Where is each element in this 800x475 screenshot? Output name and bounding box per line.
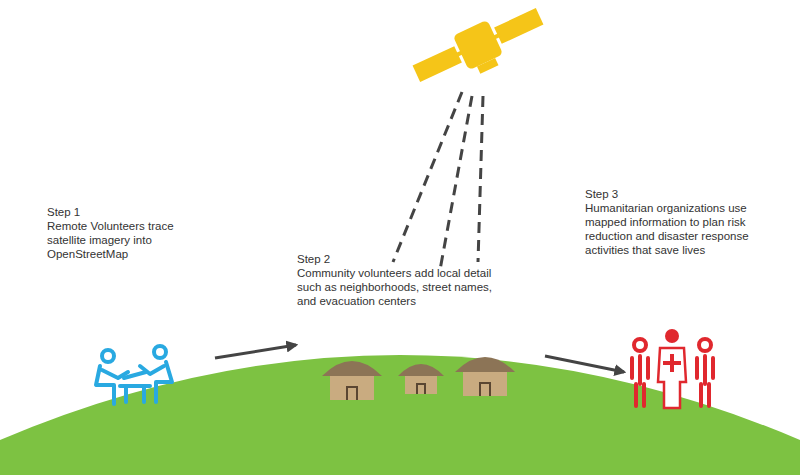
humanitarian-workers-icon bbox=[632, 329, 713, 408]
step-description: Remote Volunteers trace satellite imager… bbox=[47, 219, 197, 261]
huts bbox=[322, 357, 515, 400]
step-heading: Step 1 bbox=[47, 205, 217, 219]
step-description: Community volunteers add local detail su… bbox=[297, 266, 512, 308]
satellite-icon bbox=[408, 0, 551, 98]
step-heading: Step 3 bbox=[585, 187, 790, 201]
flow-arrows bbox=[215, 345, 624, 372]
satellite-beams bbox=[393, 92, 483, 270]
remote-volunteers-icon bbox=[96, 346, 172, 404]
step-heading: Step 2 bbox=[297, 252, 512, 266]
step-description: Humanitarian organizations use mapped in… bbox=[585, 201, 790, 257]
